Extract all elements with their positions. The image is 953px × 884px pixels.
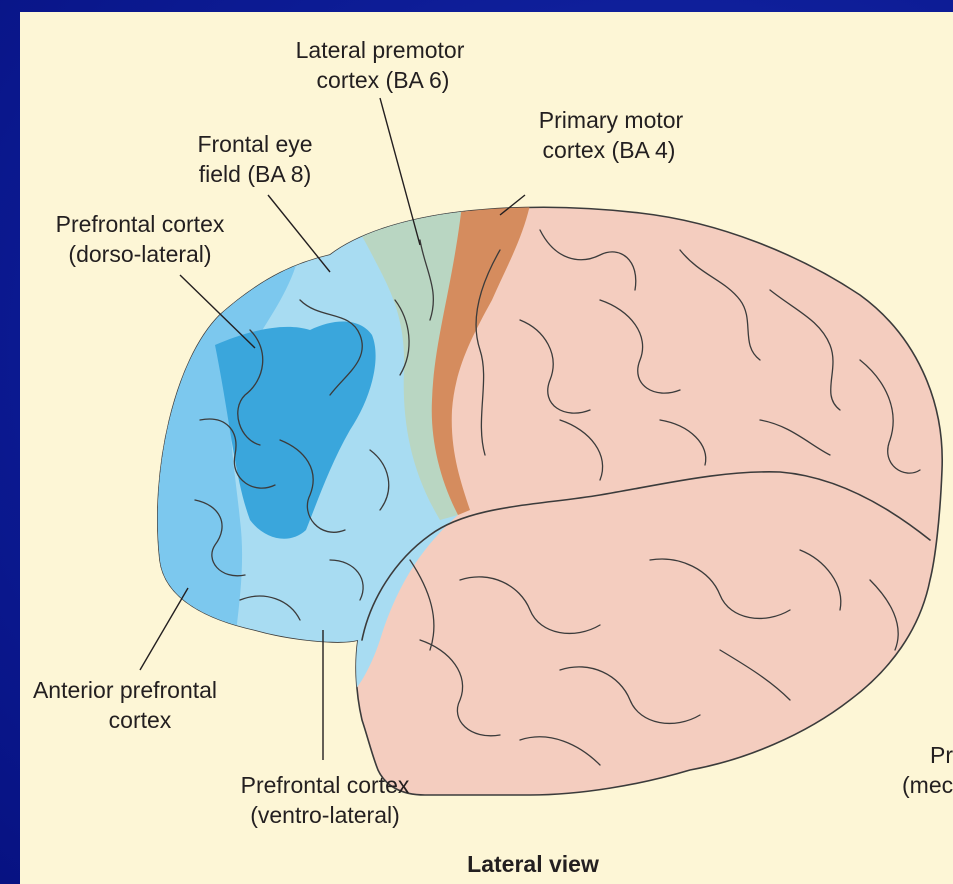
label-lateral-premotor-line1: Lateral premotor bbox=[296, 37, 465, 63]
label-lateral-premotor-line2: cortex (BA 6) bbox=[317, 67, 450, 93]
leader-anterior bbox=[140, 588, 188, 670]
label-primary-motor-line2: cortex (BA 4) bbox=[543, 137, 676, 163]
label-anterior-pfc-line2: cortex bbox=[109, 707, 172, 733]
label-pfc-medial-line1: Pre bbox=[930, 742, 953, 768]
leader-frontal-eye bbox=[268, 195, 330, 272]
label-pfc-ventrolateral-line1: Prefrontal cortex bbox=[241, 772, 410, 798]
label-primary-motor-line1: Primary motor bbox=[539, 107, 684, 133]
label-pfc-ventrolateral-line2: (ventro-lateral) bbox=[250, 802, 400, 828]
label-pfc-dorsolateral-line1: Prefrontal cortex bbox=[56, 211, 225, 237]
label-frontal-eye-line1: Frontal eye bbox=[197, 131, 312, 157]
label-frontal-eye-line2: field (BA 8) bbox=[199, 161, 312, 187]
label-anterior-pfc-line1: Anterior prefrontal bbox=[33, 677, 217, 703]
label-pfc-dorsolateral-line2: (dorso-lateral) bbox=[68, 241, 211, 267]
label-pfc-medial-line2: (mec bbox=[902, 772, 953, 798]
caption-lateral-view: Lateral view bbox=[467, 851, 599, 877]
